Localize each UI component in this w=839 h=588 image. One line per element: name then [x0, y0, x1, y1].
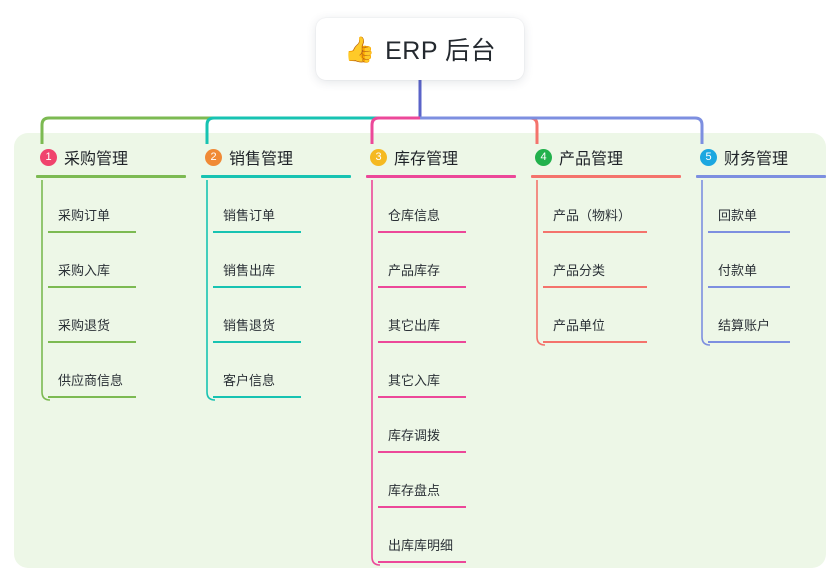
column-header-4[interactable]: 4 产品管理	[531, 145, 681, 169]
list-item-underline	[708, 341, 790, 343]
column-title-3: 库存管理	[394, 151, 459, 168]
column-underline-1	[36, 175, 186, 178]
list-item-underline	[213, 231, 301, 233]
list-item-underline	[543, 341, 647, 343]
list-item-label: 供应商信息	[58, 373, 124, 388]
list-item[interactable]: 采购退货	[36, 288, 186, 343]
list-item[interactable]: 销售订单	[201, 178, 351, 233]
list-item-underline	[708, 231, 790, 233]
list-item-label: 客户信息	[223, 373, 276, 388]
list-item-label: 产品库存	[388, 263, 441, 278]
column-header-3[interactable]: 3 库存管理	[366, 145, 516, 169]
list-item[interactable]: 客户信息	[201, 343, 351, 398]
column-badge-2: 2	[205, 148, 222, 166]
list-item-underline	[378, 506, 466, 508]
list-item-underline	[48, 231, 136, 233]
list-item-label: 产品单位	[553, 318, 606, 333]
list-item-underline	[378, 341, 466, 343]
diagram-panel	[14, 133, 826, 568]
column-3: 3 库存管理仓库信息产品库存其它出库其它入库库存调拨库存盘点出库库明细	[366, 145, 516, 563]
list-item-label: 其它入库	[388, 373, 441, 388]
column-underline-5	[696, 175, 826, 178]
list-item-underline	[378, 396, 466, 398]
list-item[interactable]: 产品分类	[531, 233, 681, 288]
list-item-underline	[378, 451, 466, 453]
list-item[interactable]: 库存盘点	[366, 453, 516, 508]
list-item[interactable]: 其它出库	[366, 288, 516, 343]
column-badge-3: 3	[370, 148, 387, 166]
column-underline-3	[366, 175, 516, 178]
list-item-label: 采购退货	[58, 318, 111, 333]
list-item[interactable]: 付款单	[696, 233, 826, 288]
list-item-label: 产品分类	[553, 263, 606, 278]
column-badge-1: 1	[40, 148, 57, 166]
list-item-underline	[48, 396, 136, 398]
list-item[interactable]: 产品（物料）	[531, 178, 681, 233]
list-item-underline	[213, 396, 301, 398]
list-item-label: 采购订单	[58, 208, 111, 223]
column-items-2: 销售订单销售出库销售退货客户信息	[201, 178, 351, 398]
list-item-underline	[213, 341, 301, 343]
list-item-label: 出库库明细	[388, 538, 454, 553]
list-item[interactable]: 出库库明细	[366, 508, 516, 563]
column-underline-2	[201, 175, 351, 178]
list-item[interactable]: 采购订单	[36, 178, 186, 233]
list-item-underline	[708, 286, 790, 288]
list-item-label: 回款单	[718, 208, 758, 223]
column-underline-4	[531, 175, 681, 178]
list-item-underline	[543, 286, 647, 288]
list-item-label: 销售出库	[223, 263, 276, 278]
list-item[interactable]: 其它入库	[366, 343, 516, 398]
column-header-5[interactable]: 5 财务管理	[696, 145, 826, 169]
list-item[interactable]: 销售退货	[201, 288, 351, 343]
list-item[interactable]: 结算账户	[696, 288, 826, 343]
list-item[interactable]: 产品库存	[366, 233, 516, 288]
list-item-underline	[48, 286, 136, 288]
column-title-2: 销售管理	[229, 151, 294, 168]
list-item-label: 销售退货	[223, 318, 276, 333]
list-item-underline	[378, 286, 466, 288]
root-node[interactable]: 👍 ERP 后台	[316, 18, 524, 80]
column-title-4: 产品管理	[559, 151, 624, 168]
list-item[interactable]: 仓库信息	[366, 178, 516, 233]
list-item-underline	[378, 231, 466, 233]
list-item-underline	[378, 561, 466, 563]
column-items-4: 产品（物料） 产品分类产品单位	[531, 178, 681, 343]
list-item[interactable]: 供应商信息	[36, 343, 186, 398]
list-item[interactable]: 采购入库	[36, 233, 186, 288]
column-5: 5 财务管理回款单付款单结算账户	[696, 145, 826, 343]
column-1: 1 采购管理采购订单采购入库采购退货供应商信息	[36, 145, 186, 398]
column-items-3: 仓库信息产品库存其它出库其它入库库存调拨库存盘点出库库明细	[366, 178, 516, 563]
list-item-label: 采购入库	[58, 263, 111, 278]
column-items-1: 采购订单采购入库采购退货供应商信息	[36, 178, 186, 398]
column-title-1: 采购管理	[64, 151, 129, 168]
list-item[interactable]: 产品单位	[531, 288, 681, 343]
list-item-label: 其它出库	[388, 318, 441, 333]
list-item-label: 库存调拨	[388, 428, 441, 443]
list-item-label: 结算账户	[718, 318, 771, 333]
column-2: 2 销售管理销售订单销售出库销售退货客户信息	[201, 145, 351, 398]
list-item-label: 仓库信息	[388, 208, 441, 223]
column-badge-4: 4	[535, 148, 552, 166]
column-4: 4 产品管理产品（物料） 产品分类产品单位	[531, 145, 681, 343]
column-badge-5: 5	[700, 148, 717, 166]
list-item[interactable]: 库存调拨	[366, 398, 516, 453]
column-header-2[interactable]: 2 销售管理	[201, 145, 351, 169]
column-title-5: 财务管理	[724, 151, 789, 168]
thumbs-up-icon: 👍	[343, 34, 376, 64]
list-item-underline	[213, 286, 301, 288]
root-node-title: ERP 后台	[385, 37, 497, 65]
list-item-label: 产品（物料）	[553, 208, 632, 223]
list-item-underline	[48, 341, 136, 343]
column-header-1[interactable]: 1 采购管理	[36, 145, 186, 169]
list-item-label: 库存盘点	[388, 483, 441, 498]
list-item-underline	[543, 231, 647, 233]
list-item-label: 销售订单	[223, 208, 276, 223]
list-item[interactable]: 回款单	[696, 178, 826, 233]
list-item[interactable]: 销售出库	[201, 233, 351, 288]
column-items-5: 回款单付款单结算账户	[696, 178, 826, 343]
list-item-label: 付款单	[718, 263, 758, 278]
